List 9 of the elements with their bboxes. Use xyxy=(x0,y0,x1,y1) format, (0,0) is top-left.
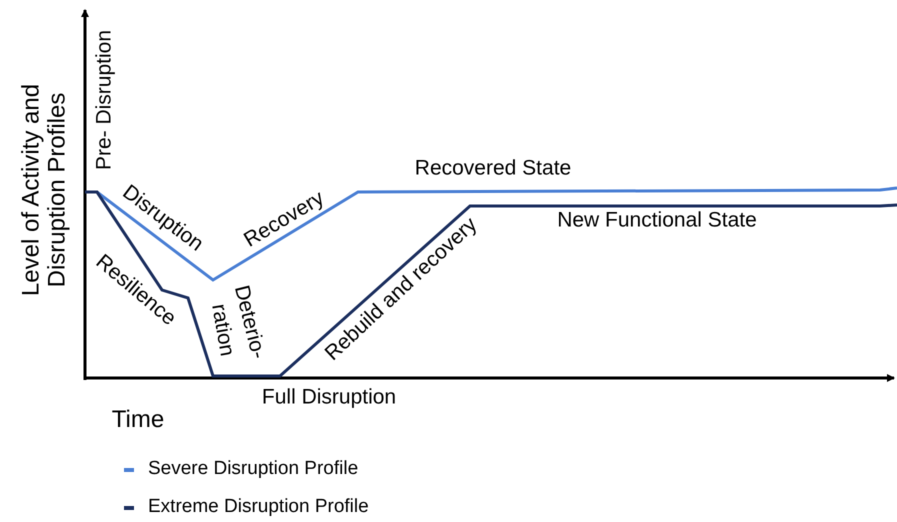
curve-label: ration xyxy=(207,302,239,358)
curve-label: New Functional State xyxy=(557,208,757,232)
axis-title: Level of Activity and Disruption Profiles xyxy=(18,82,72,298)
curve-label: Full Disruption xyxy=(262,385,396,409)
legend-label: Extreme Disruption Profile xyxy=(148,497,369,518)
legend-label: Severe Disruption Profile xyxy=(148,459,358,480)
curve-label: Pre- Disruption xyxy=(92,30,116,170)
axis-title: Time xyxy=(112,406,164,434)
curve-label: Recovered State xyxy=(414,156,572,180)
